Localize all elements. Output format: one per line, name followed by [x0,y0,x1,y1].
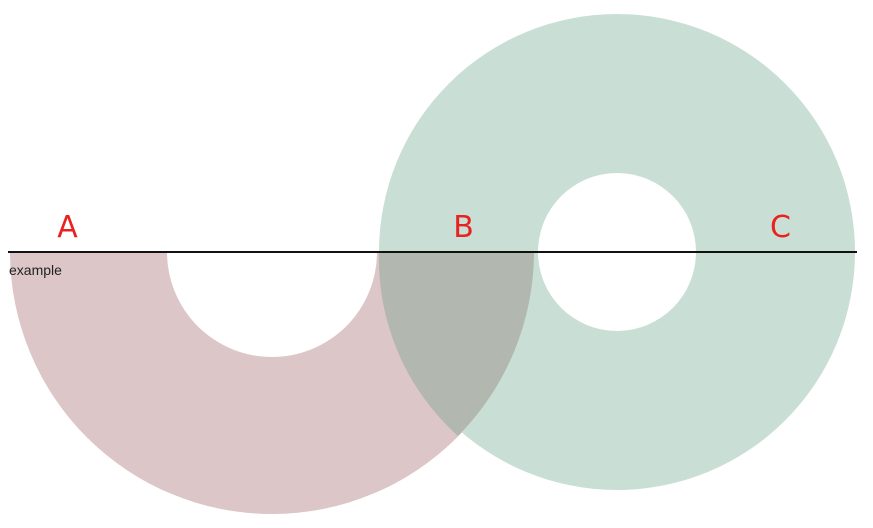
overlap-region [378,252,534,436]
example-caption: example [9,262,62,278]
label-c: C [770,210,792,245]
label-a: A [57,210,79,245]
label-b: B [453,210,475,245]
